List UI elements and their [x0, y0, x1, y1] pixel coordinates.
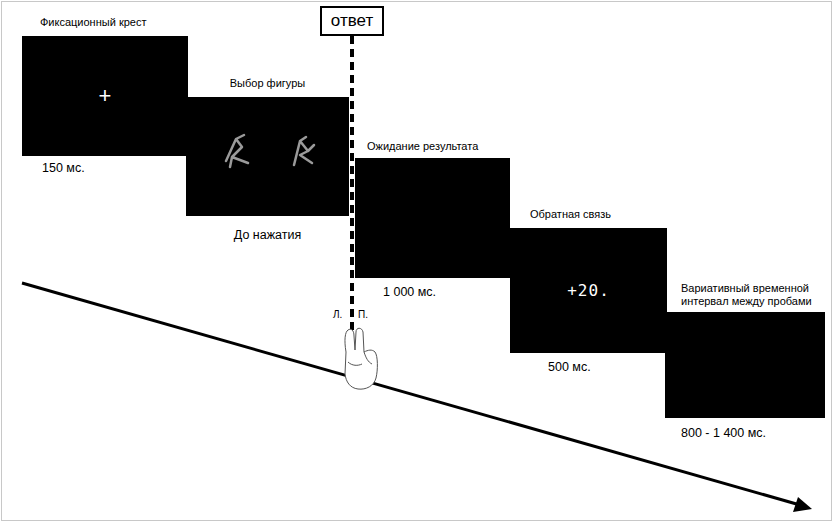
hand-label: П. [358, 309, 368, 321]
duration-label: 500 мс. [548, 360, 591, 375]
screen-title: Вариативный временной интервал между про… [681, 282, 831, 308]
screen-title: Выбор фигуры [186, 77, 349, 90]
screen-title: Обратная связь [530, 208, 611, 221]
hand-illustration [345, 328, 377, 389]
abstract-figure [294, 137, 314, 165]
response-label: ответ [322, 11, 382, 31]
response-box: ответ [320, 6, 384, 36]
screen-title: Ожидание результата [367, 140, 478, 153]
screen-box: Выбор фигурыДо нажатия [186, 97, 349, 216]
choice-figures [186, 97, 349, 216]
screen-title: Фиксационный крест [40, 16, 146, 29]
response-dashed-line [350, 36, 354, 332]
screen-box: Вариативный временной интервал между про… [665, 312, 825, 418]
screen-box: Фиксационный крест+150 мс. [22, 36, 188, 156]
fixation-cross: + [22, 83, 188, 109]
duration-label: До нажатия [186, 228, 349, 243]
abstract-figure [226, 135, 248, 167]
screen-box: Ожидание результата1 000 мс. [355, 158, 510, 278]
duration-label: 1 000 мс. [383, 285, 436, 300]
time-arrow-head [793, 497, 812, 512]
hand-label: Л. [333, 309, 342, 321]
duration-label: 150 мс. [42, 161, 85, 176]
feedback-value: +20. [510, 281, 667, 300]
duration-label: 800 - 1 400 мс. [681, 426, 766, 441]
screen-box: Обратная связь+20.500 мс. [510, 228, 667, 353]
